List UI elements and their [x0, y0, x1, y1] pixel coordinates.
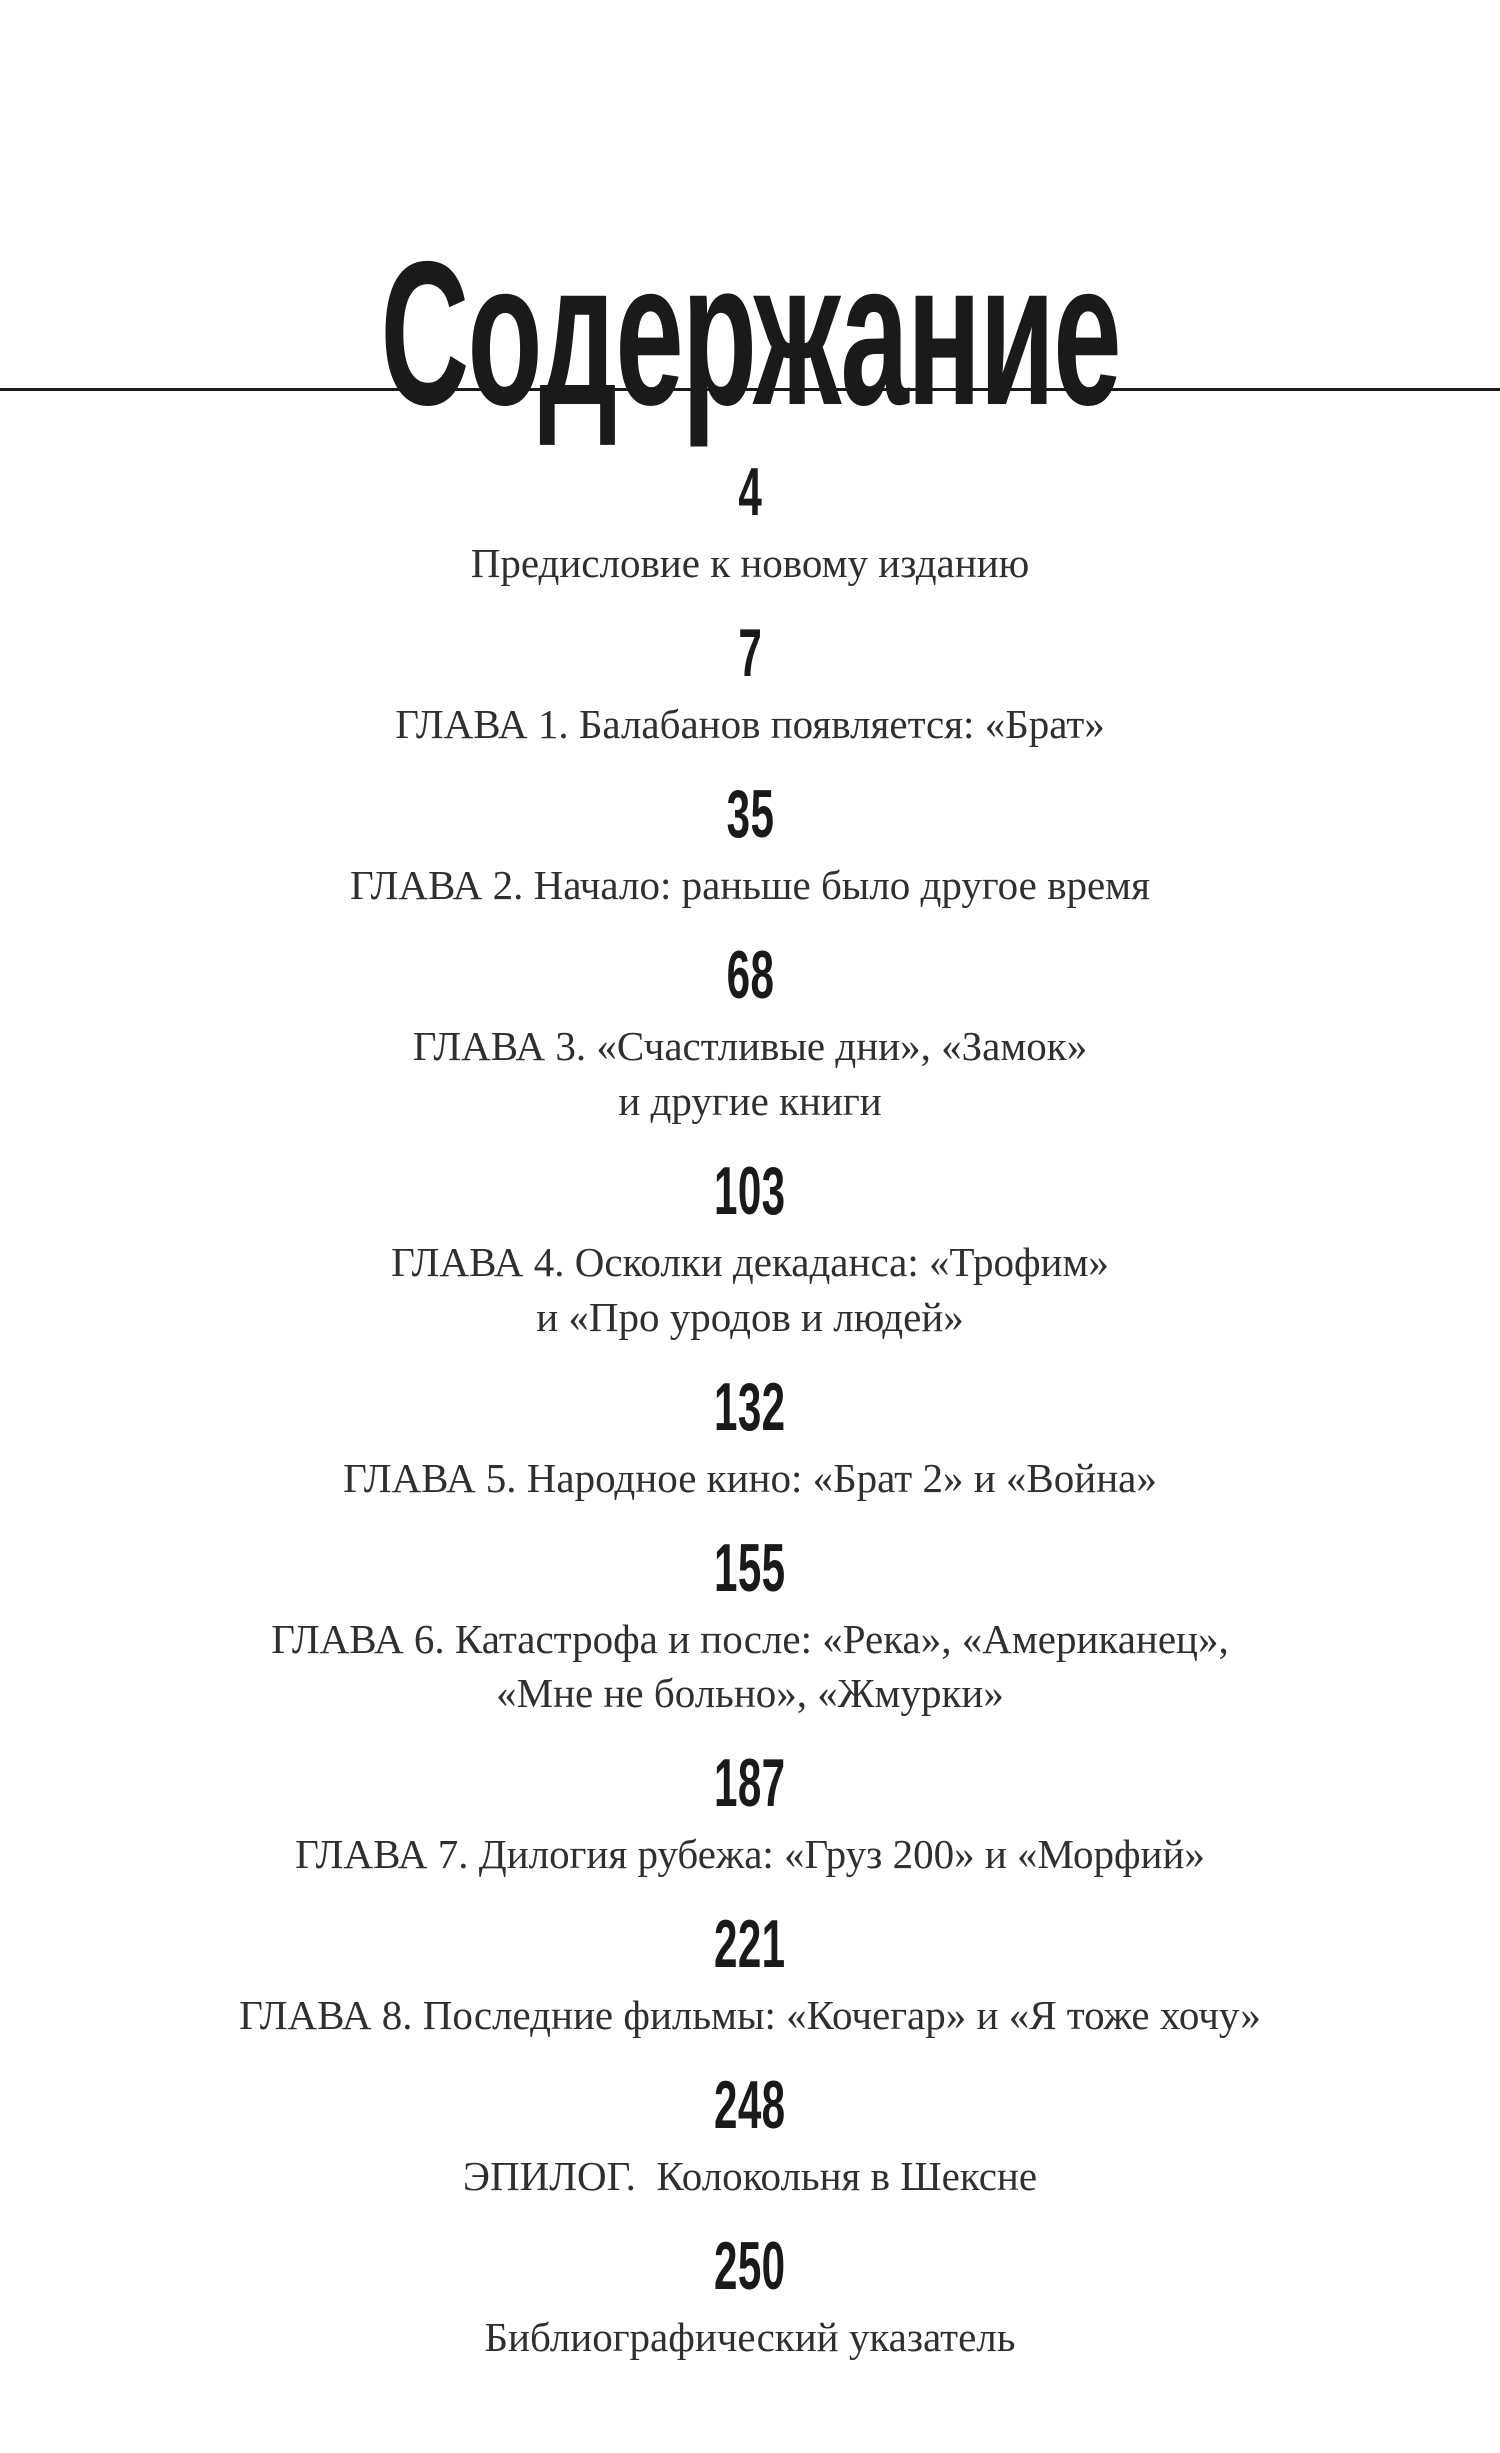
- toc-page-number: 7: [0, 619, 1500, 687]
- toc-page-number: 248: [0, 2071, 1500, 2139]
- toc-entry-title: Библиографический указатель: [484, 2314, 1016, 2361]
- toc-entry-title: ГЛАВА 2. Начало: раньше было другое врем…: [349, 861, 1150, 908]
- toc-page-number-text: 221: [714, 1906, 786, 1983]
- toc-page-number-text: 7: [738, 614, 762, 691]
- toc-page-number-text: 248: [714, 2067, 786, 2144]
- toc-page-number: 155: [0, 1534, 1500, 1602]
- toc-entry-title: ГЛАВА 1. Балабанов появляется: «Брат»: [395, 700, 1105, 747]
- toc-page-number-text: 132: [714, 1368, 786, 1445]
- toc-entry-title: ГЛАВА 6. Катастрофа и после: «Река», «Ам…: [271, 1615, 1229, 1717]
- toc-entry: 250 Библиографический указатель: [0, 2232, 1500, 2365]
- toc-entry: 221 ГЛАВА 8. Последние фильмы: «Кочегар»…: [0, 1910, 1500, 2043]
- toc-entry-title: ГЛАВА 8. Последние фильмы: «Кочегар» и «…: [239, 1992, 1261, 2039]
- toc-entry: 35 ГЛАВА 2. Начало: раньше было другое в…: [0, 780, 1500, 913]
- toc-entry: 155 ГЛАВА 6. Катастрофа и после: «Река»,…: [0, 1534, 1500, 1722]
- toc-entry-title: ГЛАВА 3. «Счастливые дни», «Замок» и дру…: [412, 1022, 1088, 1124]
- toc-entry-title: ЭПИЛОГ. Колокольня в Шексне: [462, 2153, 1038, 2200]
- toc-entry: 248 ЭПИЛОГ. Колокольня в Шексне: [0, 2071, 1500, 2204]
- toc-page-number: 132: [0, 1373, 1500, 1441]
- toc-page-number: 187: [0, 1749, 1500, 1817]
- toc-page-number: 250: [0, 2232, 1500, 2300]
- toc-page-number-text: 68: [726, 936, 774, 1013]
- toc-entry-title: ГЛАВА 4. Осколки декаданса: «Трофим» и «…: [391, 1238, 1109, 1340]
- toc-page-number-text: 155: [714, 1529, 786, 1606]
- toc-entry: 103 ГЛАВА 4. Осколки декаданса: «Трофим»…: [0, 1157, 1500, 1345]
- toc-entry-title: ГЛАВА 7. Дилогия рубежа: «Груз 200» и «М…: [295, 1831, 1205, 1878]
- toc-entry: 4 Предисловие к новому изданию: [0, 458, 1500, 591]
- toc-page-number-text: 35: [726, 775, 774, 852]
- toc-page-number-text: 187: [714, 1745, 786, 1822]
- toc-entry: 7 ГЛАВА 1. Балабанов появляется: «Брат»: [0, 619, 1500, 752]
- toc-entry: 68 ГЛАВА 3. «Счастливые дни», «Замок» и …: [0, 941, 1500, 1129]
- page-title-text: Содержание: [380, 219, 1121, 448]
- toc-entry-title: Предисловие к новому изданию: [470, 540, 1030, 586]
- toc-entry-title: ГЛАВА 5. Народное кино: «Брат 2» и «Войн…: [343, 1454, 1157, 1501]
- toc-page-number: 4: [0, 458, 1500, 526]
- toc-page-number: 103: [0, 1157, 1500, 1225]
- toc-page-number-text: 250: [714, 2228, 786, 2305]
- page-title: Содержание: [0, 231, 1500, 436]
- toc-page-number: 221: [0, 1910, 1500, 1978]
- header-rule: [0, 388, 1500, 391]
- toc-page-number-text: 103: [714, 1152, 786, 1229]
- toc-page-number-text: 4: [738, 454, 762, 530]
- contents-header: Содержание: [0, 0, 1500, 436]
- toc-page-number: 35: [0, 780, 1500, 848]
- toc-entry: 132 ГЛАВА 5. Народное кино: «Брат 2» и «…: [0, 1373, 1500, 1506]
- toc-entry: 187 ГЛАВА 7. Дилогия рубежа: «Груз 200» …: [0, 1749, 1500, 1882]
- toc-page-number: 68: [0, 941, 1500, 1009]
- table-of-contents: 4 Предисловие к новому изданию 7 ГЛАВА 1…: [0, 458, 1500, 2453]
